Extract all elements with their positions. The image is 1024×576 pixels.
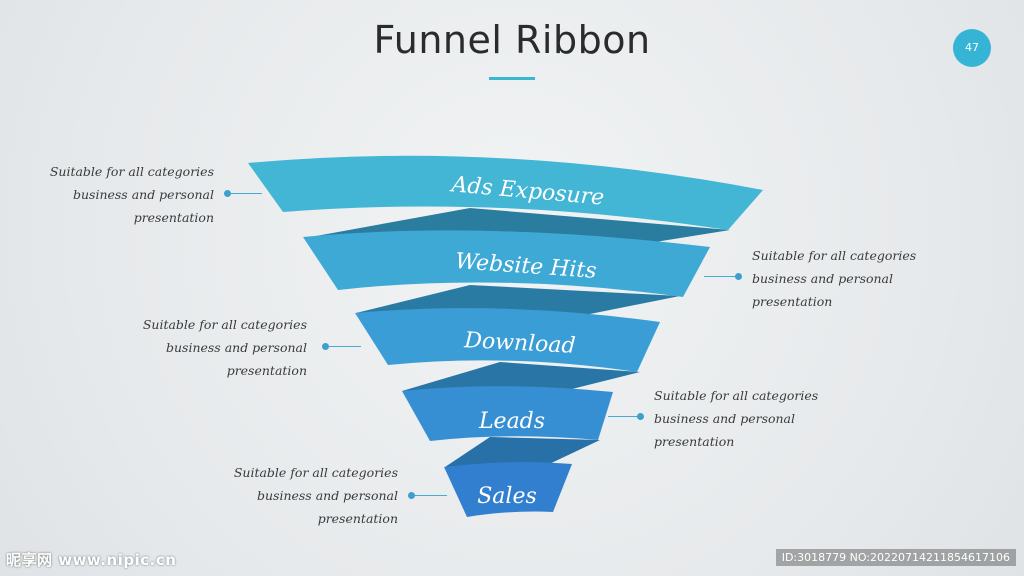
stage-label-sales: Sales xyxy=(477,484,537,509)
connector-dot xyxy=(224,190,231,197)
note-line: presentation xyxy=(226,363,307,378)
note-line: Suitable for all categories xyxy=(654,388,819,403)
band-leads xyxy=(402,386,613,441)
note-line: Suitable for all categories xyxy=(233,465,398,480)
note-line: business and personal xyxy=(256,488,398,503)
page-title: Funnel Ribbon xyxy=(373,18,651,62)
connector-line xyxy=(328,346,361,347)
band-ads-exposure xyxy=(248,155,763,230)
note-line: Suitable for all categories xyxy=(142,317,307,332)
band-sales xyxy=(444,462,572,517)
band-website-hits xyxy=(303,230,710,297)
fold-4 xyxy=(445,437,600,467)
note-line: business and personal xyxy=(654,411,796,426)
note-website-hits: Suitable for all categories business and… xyxy=(752,244,952,313)
band-download xyxy=(355,308,660,372)
note-ads-exposure: Suitable for all categories business and… xyxy=(14,160,214,229)
connector-line xyxy=(414,495,447,496)
watermark-id: ID:3018779 NO:20220714211854617106 xyxy=(775,549,1016,566)
title-underline xyxy=(489,77,535,80)
note-line: presentation xyxy=(133,210,214,225)
connector-dot xyxy=(637,413,644,420)
note-line: business and personal xyxy=(72,187,214,202)
note-line: business and personal xyxy=(165,340,307,355)
note-sales: Suitable for all categories business and… xyxy=(198,461,398,530)
note-line: presentation xyxy=(654,434,735,449)
note-leads: Suitable for all categories business and… xyxy=(654,384,854,453)
connector-line xyxy=(230,193,262,194)
connector-line xyxy=(704,276,736,277)
page-number-badge: 47 xyxy=(953,29,991,67)
connector-dot xyxy=(322,343,329,350)
stage-label-leads: Leads xyxy=(478,409,545,434)
note-line: Suitable for all categories xyxy=(49,164,214,179)
note-line: Suitable for all categories xyxy=(752,248,917,263)
stage-label-download: Download xyxy=(463,328,577,359)
connector-dot xyxy=(735,273,742,280)
connector-line xyxy=(608,416,638,417)
note-line: presentation xyxy=(317,511,398,526)
note-line: business and personal xyxy=(752,271,894,286)
note-line: presentation xyxy=(752,294,833,309)
connector-dot xyxy=(408,492,415,499)
watermark-site: 昵享网 www.nipic.cn xyxy=(6,551,177,569)
note-download: Suitable for all categories business and… xyxy=(107,313,307,382)
